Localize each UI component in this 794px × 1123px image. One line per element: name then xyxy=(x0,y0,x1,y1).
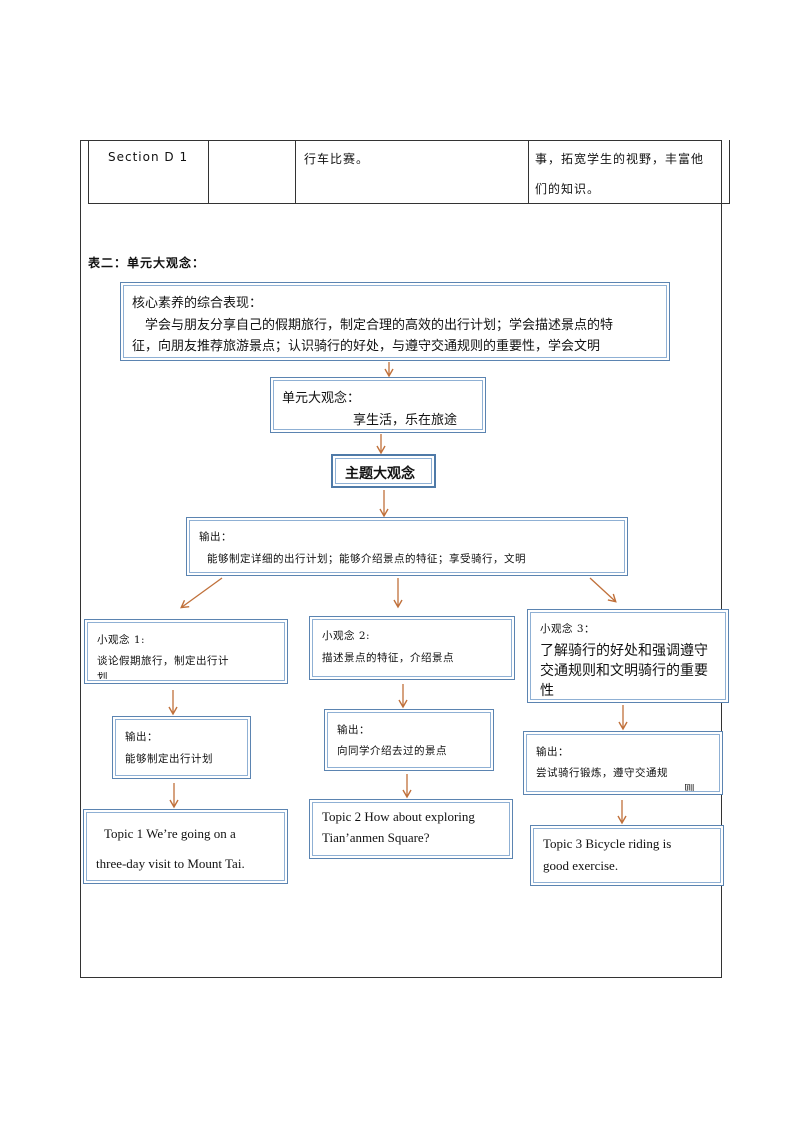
table-cell-divider-3 xyxy=(528,140,529,204)
output-1-title: 输出： xyxy=(125,731,158,743)
output-3-title: 输出： xyxy=(536,746,569,758)
main-output-box: 输出： 能够制定详细的出行计划；能够介绍景点的特征；享受骑行，文明 xyxy=(186,517,628,576)
output-3-box: 输出： 尝试骑行锻炼，遵守交通规 则 xyxy=(523,731,723,795)
arrow-output-to-sub3 xyxy=(589,577,617,603)
output-3-cut: 则 xyxy=(684,784,695,791)
output-2-title: 输出： xyxy=(337,724,370,736)
sub-idea-3-line2: 交通规则和文明骑行的重要 xyxy=(540,663,708,679)
table-row xyxy=(88,140,730,204)
topic-1-box: Topic 1 We’re going on a three-day visit… xyxy=(83,809,288,884)
sub-idea-2-text: 描述景点的特征，介绍景点 xyxy=(322,652,454,664)
topic-1-line2: three-day visit to Mount Tai. xyxy=(96,856,245,871)
table-cell-goal-line2: 们的知识。 xyxy=(535,182,601,196)
topic-3-box: Topic 3 Bicycle riding is good exercise. xyxy=(530,825,724,886)
section-title: 表二：单元大观念： xyxy=(88,256,206,270)
core-line1: 学会与朋友分享自己的假期旅行，制定合理的高效的出行计划；学会描述景点的特 xyxy=(145,318,614,333)
sub-idea-3-line3: 性 xyxy=(540,683,554,699)
sub-idea-1-box: 小观念 1: 谈论假期旅行，制定出行计 划 xyxy=(84,619,288,684)
core-line2: 征，向朋友推荐旅游景点；认识骑行的好处，与遵守交通规则的重要性，学会文明 xyxy=(132,339,601,354)
sub-idea-3-line1: 了解骑行的好处和强调遵守 xyxy=(540,643,708,659)
topic-2-line2: Tian’anmen Square? xyxy=(322,830,430,845)
unit-value: 享生活，乐在旅途 xyxy=(353,413,458,428)
output-1-text: 能够制定出行计划 xyxy=(125,753,213,765)
table-frame xyxy=(80,140,722,978)
table-cell-activity: 行车比赛。 xyxy=(304,152,370,166)
topic-3-line1: Topic 3 Bicycle riding is xyxy=(543,836,672,851)
sub-idea-1-title: 小观念 1: xyxy=(97,634,146,646)
table-cell-divider-1 xyxy=(208,140,209,204)
topic-2-box: Topic 2 How about exploring Tian’anmen S… xyxy=(309,799,513,859)
theme-label: 主题大观念 xyxy=(345,466,415,482)
table-cell-goal-line1: 事，拓宽学生的视野，丰富他 xyxy=(535,152,705,166)
sub-idea-1-text: 谈论假期旅行，制定出行计 xyxy=(97,655,229,667)
topic-3-line2: good exercise. xyxy=(543,858,619,873)
core-title: 核心素养的综合表现： xyxy=(132,296,263,311)
unit-title: 单元大观念： xyxy=(282,391,361,406)
sub-idea-2-box: 小观念 2: 描述景点的特征，介绍景点 xyxy=(309,616,515,680)
topic-2-line1: Topic 2 How about exploring xyxy=(322,809,475,824)
unit-idea-box: 单元大观念： 享生活，乐在旅途 xyxy=(270,377,486,433)
table-cell-section: Section D 1 xyxy=(108,150,189,164)
main-output-text: 能够制定详细的出行计划；能够介绍景点的特征；享受骑行，文明 xyxy=(207,553,526,565)
sub-idea-3-title: 小观念 3： xyxy=(540,623,596,635)
output-1-box: 输出： 能够制定出行计划 xyxy=(112,716,251,779)
output-2-text: 向同学介绍去过的景点 xyxy=(337,745,447,757)
main-output-title: 输出： xyxy=(199,531,232,543)
arrow-output-to-sub1 xyxy=(180,577,223,609)
output-2-box: 输出： 向同学介绍去过的景点 xyxy=(324,709,494,771)
sub-idea-1-cut: 划 xyxy=(97,672,108,679)
sub-idea-3-box: 小观念 3： 了解骑行的好处和强调遵守 交通规则和文明骑行的重要 性 xyxy=(527,609,729,703)
topic-1-line1: Topic 1 We’re going on a xyxy=(104,826,236,841)
core-competency-box: 核心素养的综合表现： 学会与朋友分享自己的假期旅行，制定合理的高效的出行计划；学… xyxy=(120,282,670,361)
table-cell-divider-2 xyxy=(295,140,296,204)
theme-box: 主题大观念 xyxy=(331,454,436,488)
output-3-text: 尝试骑行锻炼，遵守交通规 xyxy=(536,767,668,779)
sub-idea-2-title: 小观念 2: xyxy=(322,630,371,642)
